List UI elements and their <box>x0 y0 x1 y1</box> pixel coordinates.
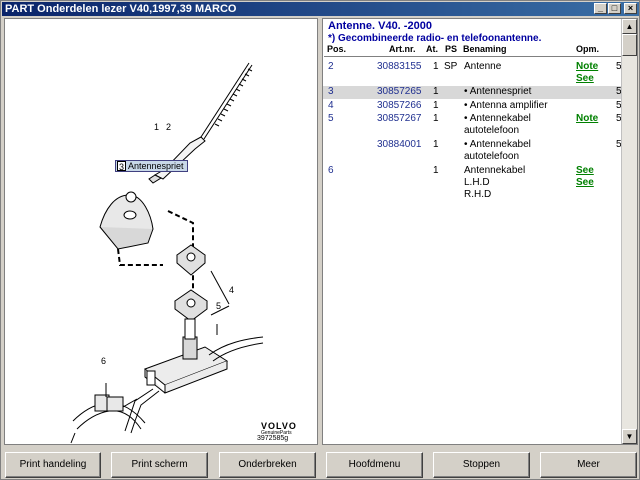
col-ps: PS <box>445 44 458 54</box>
scroll-up-icon[interactable]: ▲ <box>622 19 637 34</box>
parts-list-panel: Antenne. V40. -2000 *) Gecombineerde rad… <box>322 18 638 445</box>
hoofdmenu-button[interactable]: Hoofdmenu <box>326 452 423 478</box>
row-at: 1 <box>433 86 439 97</box>
row-artnr: 30883155 <box>377 61 422 72</box>
drawing-id: 3972585g <box>257 435 289 442</box>
cable-drawing <box>70 394 146 444</box>
scroll-down-icon[interactable]: ▼ <box>622 429 637 444</box>
row-name: • Antennekabel <box>464 113 531 124</box>
title-bar: PART Onderdelen lezer V40,1997,39 MARCO … <box>2 2 639 16</box>
row-name: • Antenna amplifier <box>464 100 548 111</box>
row-name: L.H.D <box>464 177 490 188</box>
parts-title: Antenne. V40. -2000 <box>328 20 432 32</box>
see-link[interactable]: See <box>576 165 594 176</box>
row-at: 1 <box>433 139 439 150</box>
note-link[interactable]: Note <box>576 61 599 72</box>
antenna-base-drawing <box>99 191 154 250</box>
meer-button[interactable]: Meer <box>540 452 637 478</box>
col-pos: Pos. <box>327 44 347 54</box>
volvo-logo: VOLVO <box>261 421 297 431</box>
col-opm: Opm. <box>576 44 600 54</box>
note-link[interactable]: Note <box>576 113 599 124</box>
nut-drawing <box>174 289 208 322</box>
ref-label: 5 <box>216 301 222 311</box>
row-pos: 2 <box>328 61 334 72</box>
callout-label: Antennespriet <box>128 161 184 171</box>
antenna-diagram <box>70 62 264 444</box>
table-row[interactable]: 30884001 1 • Antennekabel autotelefoon 5 <box>323 139 623 165</box>
row-name: Antennekabel <box>464 165 526 176</box>
ref-label: 2 <box>166 122 172 132</box>
row-name: • Antennespriet <box>464 86 532 97</box>
ref-label: 1 <box>154 122 160 132</box>
table-row[interactable]: 3 30857265 1 • Antennespriet 5 <box>323 86 623 99</box>
row-qty: 5 <box>616 139 622 150</box>
stoppen-button[interactable]: Stoppen <box>433 452 530 478</box>
row-qty: 5 <box>616 86 622 97</box>
row-qty: 5 <box>616 113 622 124</box>
button-bar: Print handeling Print scherm Onderbreken… <box>1 450 640 480</box>
callout-number: 3 <box>117 161 127 172</box>
vertical-scrollbar[interactable]: ▲ ▼ <box>621 19 637 444</box>
row-at: 1 <box>433 113 439 124</box>
print-scherm-button[interactable]: Print scherm <box>111 452 208 478</box>
row-qty: 5 <box>616 100 622 111</box>
scroll-thumb[interactable] <box>622 34 637 56</box>
table-row[interactable]: 4 30857266 1 • Antenna amplifier 5 <box>323 100 623 113</box>
row-at: 1 <box>433 100 439 111</box>
row-artnr: 30857266 <box>377 100 422 111</box>
row-artnr: 30857265 <box>377 86 422 97</box>
col-artnr: Art.nr. <box>389 44 416 54</box>
table-row[interactable]: 6 1 Antennekabel L.H.D R.H.D See See <box>323 165 623 203</box>
parts-subtitle: *) Gecombineerde radio- en telefoonanten… <box>328 33 542 44</box>
col-at: At. <box>426 44 438 54</box>
row-at: 1 <box>433 165 439 176</box>
header-divider <box>324 56 622 57</box>
table-row[interactable]: 2 30883155 1 SP Antenne Note See 5 <box>323 61 623 87</box>
print-handeling-button[interactable]: Print handeling <box>5 452 101 478</box>
see-link[interactable]: See <box>576 177 594 188</box>
genuine-parts-logo: GenuineParts <box>261 430 292 436</box>
row-ps: SP <box>444 61 458 72</box>
row-name: autotelefoon <box>464 125 520 136</box>
row-at: 1 <box>433 61 439 72</box>
close-button[interactable]: × <box>624 3 637 14</box>
row-artnr: 30884001 <box>377 139 422 150</box>
row-pos: 5 <box>328 113 334 124</box>
window-title: PART Onderdelen lezer V40,1997,39 MARCO <box>5 3 237 15</box>
row-artnr: 30857267 <box>377 113 422 124</box>
row-pos: 4 <box>328 100 334 111</box>
onderbreken-button[interactable]: Onderbreken <box>219 452 316 478</box>
row-name: Antenne <box>464 61 502 72</box>
row-name: • Antennekabel <box>464 139 531 150</box>
ref-label: 6 <box>101 356 107 366</box>
row-pos: 3 <box>328 86 334 97</box>
row-pos: 6 <box>328 165 334 176</box>
amplifier-drawing <box>124 318 264 434</box>
ref-label: 4 <box>229 285 235 295</box>
col-benaming: Benaming <box>463 44 507 54</box>
minimize-button[interactable]: _ <box>594 3 607 14</box>
row-name: R.H.D <box>464 189 492 200</box>
diagram-panel: 1 2 3 Antennespriet 4 5 6 VOLVO GenuineP… <box>4 18 318 445</box>
nut-drawing <box>176 244 206 276</box>
row-name: autotelefoon <box>464 151 520 162</box>
see-link[interactable]: See <box>576 73 594 84</box>
maximize-button[interactable]: □ <box>608 3 621 14</box>
row-qty: 5 <box>616 61 622 72</box>
table-row[interactable]: 5 30857267 1 • Antennekabel autotelefoon… <box>323 113 623 139</box>
part-callout[interactable]: 3 Antennespriet <box>115 160 188 172</box>
